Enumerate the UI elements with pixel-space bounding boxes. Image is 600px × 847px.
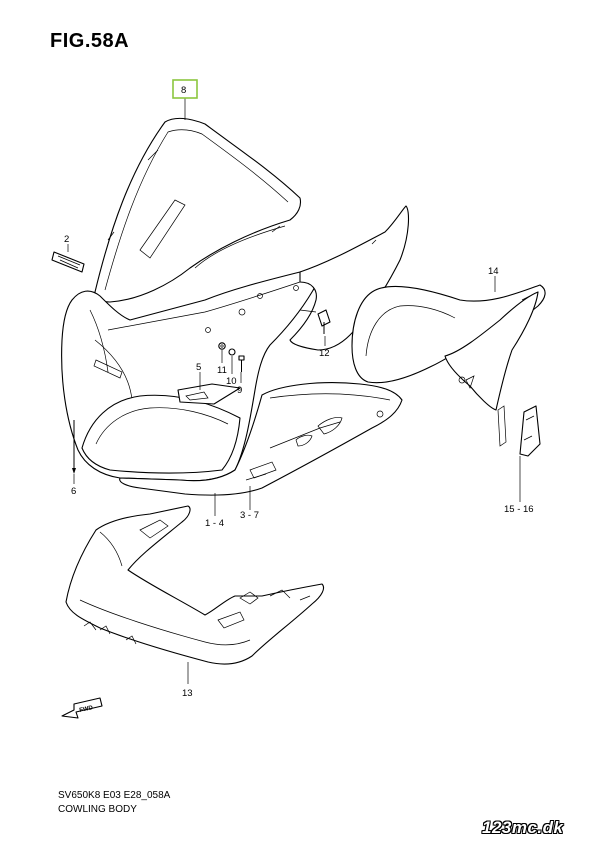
callout-14[interactable]: 14 <box>488 266 499 277</box>
under-cowling[interactable] <box>65 505 325 665</box>
callout-8[interactable]: 8 <box>181 85 186 96</box>
callout-8-highlight <box>172 79 198 99</box>
stud-bolt[interactable] <box>317 309 331 334</box>
callout-13[interactable]: 13 <box>182 688 193 699</box>
upper-cowling[interactable] <box>61 270 317 482</box>
callout-11[interactable]: 11 <box>217 365 227 376</box>
windscreen[interactable] <box>94 117 302 303</box>
callout-15-16[interactable]: 15 - 16 <box>504 504 534 515</box>
callout-2[interactable]: 2 <box>64 234 69 245</box>
callout-9[interactable]: 9 <box>237 385 242 396</box>
callout-6[interactable]: 6 <box>71 486 76 497</box>
decal[interactable] <box>51 251 85 273</box>
callout-1-4[interactable]: 1 - 4 <box>205 518 224 529</box>
washer[interactable] <box>218 342 226 350</box>
fwd-arrow-icon: FWD <box>61 697 103 719</box>
bolt[interactable] <box>238 355 245 372</box>
svg-text:FWD: FWD <box>79 705 94 714</box>
side-bracket[interactable] <box>497 405 541 457</box>
callout-5[interactable]: 5 <box>196 362 201 373</box>
callout-3-7[interactable]: 3 - 7 <box>240 510 259 521</box>
nut[interactable] <box>228 348 236 356</box>
leader-lines <box>67 98 521 684</box>
side-cowling[interactable] <box>119 382 403 496</box>
callout-12[interactable]: 12 <box>319 348 330 359</box>
callout-10[interactable]: 10 <box>226 376 237 387</box>
emblem[interactable] <box>177 383 241 405</box>
figure-title: FIG.58A <box>50 30 130 52</box>
watermark-logo: 123mc.dk <box>482 818 564 837</box>
screw[interactable] <box>72 420 76 474</box>
inner-panel-right[interactable] <box>351 284 546 411</box>
figure-name: COWLING BODY <box>58 804 137 815</box>
figure-code: SV650K8 E03 E28_058A <box>58 790 171 801</box>
